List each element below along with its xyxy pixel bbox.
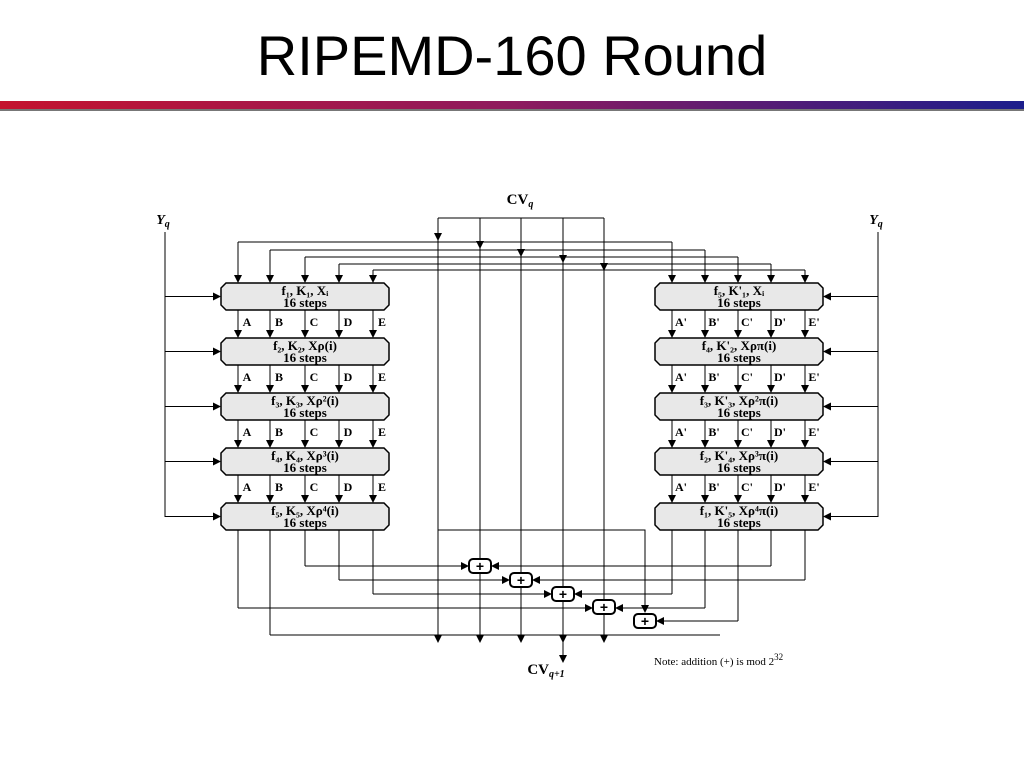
left-round-box-line1: f₄, K₄, Xρ³(i) (271, 448, 339, 463)
left-round-box (220, 337, 390, 366)
right-register-label: D' (774, 480, 786, 494)
right-register-label: A' (675, 480, 687, 494)
left-register-label: B (275, 315, 283, 329)
title-underline-bar (0, 101, 1024, 109)
left-register-label: B (275, 425, 283, 439)
right-register-label: C' (741, 480, 753, 494)
left-register-label: C (310, 315, 319, 329)
adder-plus-icon: + (600, 599, 608, 615)
left-round-box-line1: f₃, K₃, Xρ²(i) (271, 393, 339, 408)
round-boxes (220, 282, 824, 531)
left-register-label: A (243, 315, 252, 329)
left-register-label: D (344, 480, 353, 494)
right-register-label: D' (774, 315, 786, 329)
right-round-box (654, 282, 824, 311)
left-register-label: E (378, 425, 386, 439)
left-register-label: A (243, 370, 252, 384)
adder-box (551, 586, 575, 602)
left-round-box (220, 447, 390, 476)
left-round-box (220, 282, 390, 311)
left-round-box (220, 502, 390, 531)
left-round-box-line1: f₁, K₁, Xᵢ (282, 283, 330, 298)
adder-box (468, 558, 492, 574)
left-register-label: E (378, 370, 386, 384)
left-register-label: C (310, 480, 319, 494)
left-register-label: E (378, 315, 386, 329)
slide-title: RIPEMD-160 Round (256, 24, 768, 87)
left-register-label: D (344, 315, 353, 329)
right-round-box (654, 337, 824, 366)
right-round-box-line1: f₁, K'₅, Xρ⁴π(i) (700, 503, 778, 518)
right-register-label: D' (774, 425, 786, 439)
left-register-label: C (310, 370, 319, 384)
right-round-box (654, 447, 824, 476)
right-register-label: C' (741, 315, 753, 329)
right-register-label: A' (675, 315, 687, 329)
right-round-box-line1: f₃, K'₃, Xρ²π(i) (700, 393, 778, 408)
right-register-label: E' (808, 315, 819, 329)
right-round-box-line1: f₂, K'₄, Xρ³π(i) (700, 448, 778, 463)
right-round-box-line2: 16 steps (717, 460, 761, 475)
right-register-label: C' (741, 370, 753, 384)
left-round-box-line2: 16 steps (283, 295, 327, 310)
adder-box (509, 572, 533, 588)
left-register-label: A (243, 480, 252, 494)
right-register-label: E' (808, 370, 819, 384)
left-register-label: A (243, 425, 252, 439)
left-round-box-line2: 16 steps (283, 460, 327, 475)
left-round-box (220, 392, 390, 421)
right-register-label: B' (708, 480, 719, 494)
right-register-label: B' (708, 315, 719, 329)
left-register-label: B (275, 480, 283, 494)
right-round-box-line2: 16 steps (717, 350, 761, 365)
left-round-box-line2: 16 steps (283, 405, 327, 420)
right-round-box-line2: 16 steps (717, 405, 761, 420)
right-register-label: C' (741, 425, 753, 439)
y-input-left-label: Yq (156, 213, 170, 230)
cv-to-last-adder (438, 529, 649, 613)
title-underline-shadow (0, 109, 1024, 111)
right-register-label: E' (808, 425, 819, 439)
right-round-box (654, 502, 824, 531)
right-register-label: A' (675, 425, 687, 439)
left-round-box-line1: f₂, K₂, Xρ(i) (273, 338, 337, 353)
right-round-box-line1: f₄, K'₂, Xρπ(i) (702, 338, 777, 353)
right-round-box (654, 392, 824, 421)
adder-plus-icon: + (559, 586, 567, 602)
right-register-label: D' (774, 370, 786, 384)
left-register-label: D (344, 425, 353, 439)
connector-lines (164, 217, 879, 663)
left-register-label: C (310, 425, 319, 439)
adder-plus-icon: + (476, 558, 484, 574)
adder-box (633, 613, 657, 629)
modular-adders: + + + + + (468, 558, 657, 629)
adder-plus-icon: + (517, 572, 525, 588)
adder-plus-icon: + (641, 613, 649, 629)
left-round-box-line1: f₅, K₅, Xρ⁴(i) (271, 503, 339, 518)
y-input-right-label: Yq (869, 213, 883, 230)
right-round-box-line2: 16 steps (717, 295, 761, 310)
right-register-label: B' (708, 370, 719, 384)
left-round-box-line2: 16 steps (283, 515, 327, 530)
right-register-label: A' (675, 370, 687, 384)
cv-input-label: CVq (507, 192, 534, 210)
left-register-label: E (378, 480, 386, 494)
adder-box (592, 599, 616, 615)
left-register-label: D (344, 370, 353, 384)
note-text: Note: addition (+) is mod 232 (654, 652, 783, 668)
right-register-label: B' (708, 425, 719, 439)
right-round-box-line2: 16 steps (717, 515, 761, 530)
right-round-box-line1: f₅, K'₁, Xᵢ (714, 283, 765, 298)
cv-output-label: CVq+1 (527, 662, 564, 680)
right-register-label: E' (808, 480, 819, 494)
left-register-label: B (275, 370, 283, 384)
left-round-box-line2: 16 steps (283, 350, 327, 365)
